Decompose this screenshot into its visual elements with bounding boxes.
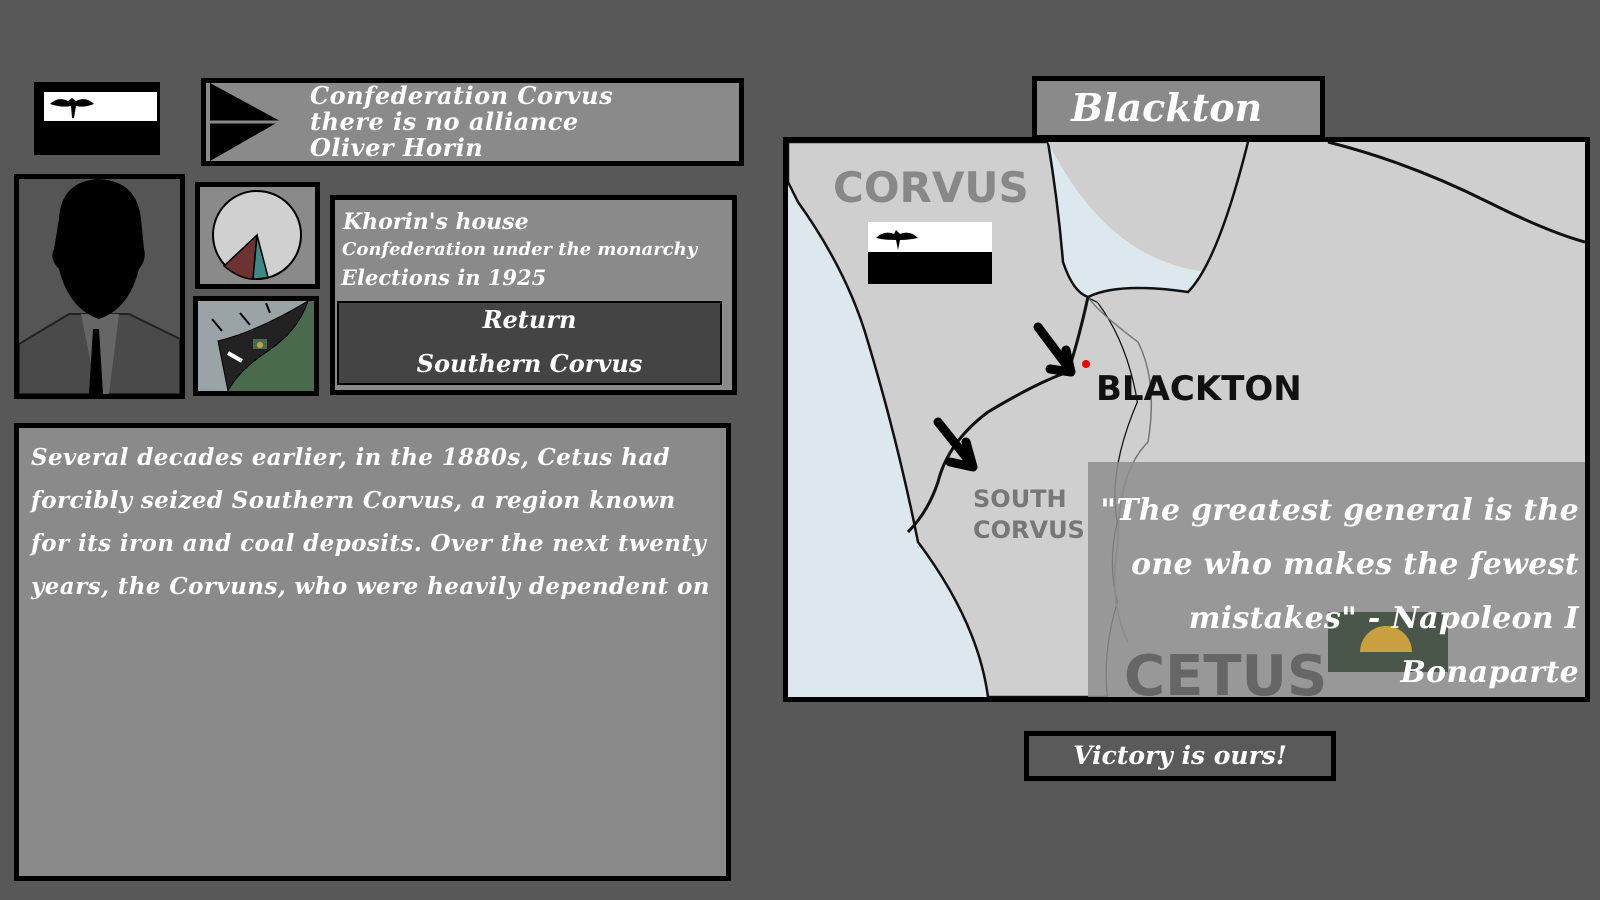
victory-label: Victory is ours! bbox=[1073, 741, 1287, 770]
map-label-south: SOUTH bbox=[973, 485, 1067, 513]
return-label: Return bbox=[482, 305, 577, 334]
map-label-corvus: CORVUS bbox=[833, 163, 1029, 212]
government-panel: Khorin's house Confederation under the m… bbox=[330, 195, 737, 395]
map-label-cetus: CETUS bbox=[1124, 644, 1327, 697]
story-text: Several decades earlier, in the 1880s, C… bbox=[31, 444, 710, 600]
story-text-panel: Several decades earlier, in the 1880s, C… bbox=[14, 423, 731, 881]
parliament-pie-chart bbox=[195, 182, 320, 289]
leader-silhouette-icon bbox=[18, 179, 181, 395]
region-label: Southern Corvus bbox=[416, 349, 643, 378]
crow-icon bbox=[50, 98, 94, 118]
region-minimap[interactable] bbox=[193, 296, 319, 396]
quote-text: "The greatest general is the one who mak… bbox=[1100, 493, 1579, 690]
country-flag bbox=[34, 82, 160, 155]
government-type: Confederation under the monarchy bbox=[342, 239, 698, 260]
location-title: Blackton bbox=[1071, 85, 1263, 130]
elections-info: Elections in 1925 bbox=[341, 265, 547, 290]
leader-portrait bbox=[14, 174, 185, 399]
map-illustration: CORVUS BLACKTON SOUTH CORVUS CETUS bbox=[788, 142, 1585, 697]
alliance-status: there is no alliance bbox=[310, 107, 579, 136]
leader-name: Oliver Horin bbox=[310, 133, 484, 162]
pie-chart-icon bbox=[212, 190, 302, 280]
ruling-house: Khorin's house bbox=[343, 209, 529, 235]
location-map: CORVUS BLACKTON SOUTH CORVUS CETUS "The … bbox=[783, 137, 1590, 702]
region-map-thumbnail bbox=[198, 299, 314, 393]
nation-emblem-icon bbox=[210, 83, 280, 161]
return-button[interactable]: Return Southern Corvus bbox=[337, 301, 722, 385]
country-name: Confederation Corvus bbox=[310, 81, 614, 110]
country-header: Confederation Corvus there is no allianc… bbox=[201, 78, 744, 166]
map-label-blackton: BLACKTON bbox=[1096, 369, 1302, 409]
victory-button[interactable]: Victory is ours! bbox=[1024, 731, 1336, 781]
map-label-south-corvus: CORVUS bbox=[973, 516, 1085, 544]
location-title-box: Blackton bbox=[1032, 76, 1325, 140]
flag-white-stripe bbox=[44, 92, 157, 121]
